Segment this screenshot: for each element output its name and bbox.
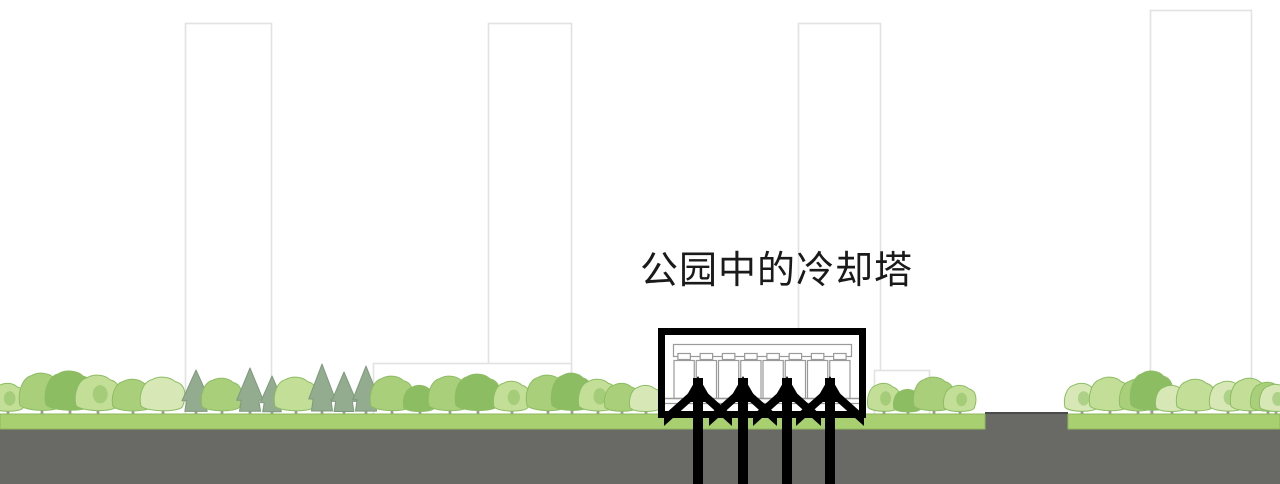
gap-edge-line bbox=[985, 412, 1068, 414]
chiller-unit-cap bbox=[744, 352, 758, 361]
tree-inner-lobe bbox=[416, 392, 428, 407]
broadleaf-tree bbox=[139, 376, 186, 412]
background-building-2 bbox=[487, 22, 573, 430]
airflow-shaft-2 bbox=[738, 378, 748, 484]
tree-inner-lobe bbox=[507, 389, 520, 406]
page-title: 公园中的冷却塔 bbox=[640, 248, 914, 292]
chiller-unit-cap bbox=[810, 352, 825, 361]
chiller-unit-cap bbox=[766, 352, 780, 361]
tree-inner-lobe bbox=[92, 385, 108, 404]
chiller-unit-cap bbox=[788, 352, 803, 361]
airflow-shaft-1 bbox=[693, 378, 703, 484]
broadleaf-tree bbox=[200, 377, 243, 412]
airflow-arrow-3-wing-left bbox=[753, 389, 782, 426]
broadleaf-tree bbox=[1175, 378, 1216, 412]
airflow-shaft-4 bbox=[825, 378, 835, 484]
tree-inner-lobe bbox=[956, 392, 968, 407]
chiller-unit-cap bbox=[699, 352, 714, 361]
broadleaf-tree bbox=[273, 376, 318, 412]
ground-band-right bbox=[1067, 413, 1280, 430]
tree-inner-lobe bbox=[880, 391, 892, 406]
tree-row-right bbox=[1063, 370, 1280, 415]
tree-inner-lobe bbox=[1272, 391, 1280, 406]
tree-row-left bbox=[0, 363, 663, 415]
broadleaf-tree bbox=[454, 373, 501, 411]
background-building-4 bbox=[1149, 9, 1253, 430]
airflow-shaft-3 bbox=[782, 378, 792, 484]
cooling-tower-vent-bar bbox=[672, 343, 853, 358]
tree-row-tower-right bbox=[867, 376, 977, 415]
chiller-unit-cap bbox=[833, 352, 847, 361]
tree-inner-lobe bbox=[1077, 391, 1090, 406]
airflow-arrow-2-wing-left bbox=[709, 389, 738, 426]
broadleaf-tree bbox=[369, 375, 414, 412]
tree-inner-lobe bbox=[593, 388, 607, 405]
broadleaf-tree bbox=[629, 384, 663, 412]
conifer-tree bbox=[331, 371, 357, 412]
airflow-arrow-4-wing-left bbox=[796, 389, 825, 426]
ground-gap-opening bbox=[985, 414, 1068, 484]
background-building-1 bbox=[184, 22, 273, 430]
tree-inner-lobe bbox=[3, 391, 16, 406]
airflow-arrow-4-wing-right bbox=[835, 389, 864, 426]
chiller-unit-cap bbox=[677, 352, 691, 361]
chiller-unit-cap bbox=[721, 352, 736, 361]
airflow-arrow-1-wing-left bbox=[664, 389, 693, 426]
